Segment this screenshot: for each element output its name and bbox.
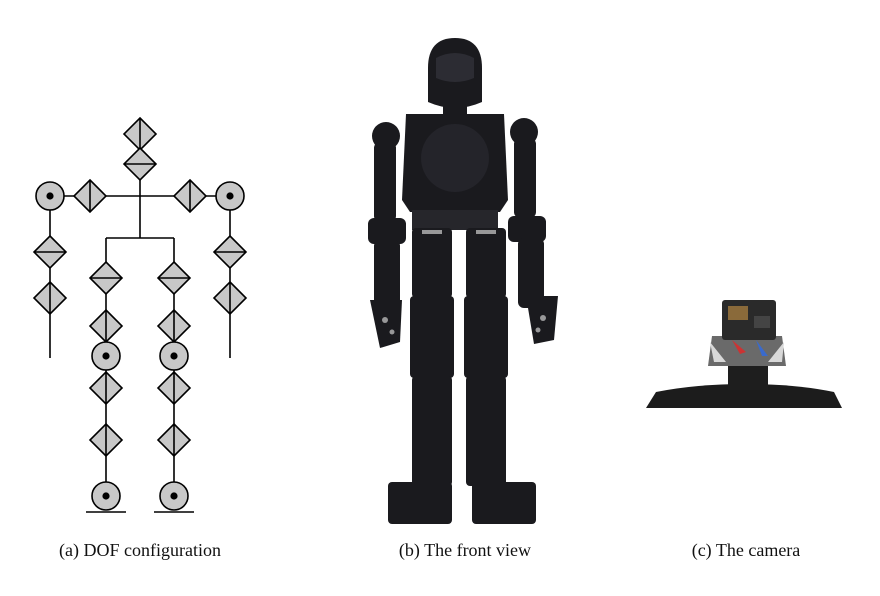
yaw-joint-dot (102, 492, 110, 500)
robot-left-upper-arm (374, 142, 396, 222)
robot-left-forearm (374, 240, 400, 310)
robot-right-foot (472, 482, 536, 524)
robot-right-elbow (508, 216, 546, 242)
robot-left-foot (388, 482, 452, 524)
yaw-joint-dot (170, 352, 178, 360)
robot-right-thigh (466, 228, 506, 298)
robot-right-upper-arm (514, 138, 536, 218)
yaw-joint-dot (46, 192, 54, 200)
robot-left-knee (410, 296, 454, 378)
camera-svg (646, 300, 842, 408)
robot-neck (443, 100, 467, 116)
yaw-joint-dot (170, 492, 178, 500)
camera-bracket (708, 336, 786, 366)
robot-right-forearm (518, 238, 544, 308)
robot-left-shin (412, 376, 452, 486)
caption-front-view: (b) The front view (398, 540, 532, 560)
yaw-joint-dot (226, 192, 234, 200)
robot-left-hand (370, 300, 402, 348)
camera-base (646, 384, 842, 408)
yaw-joint-dot (102, 352, 110, 360)
caption-camera: (c) The camera (691, 540, 801, 560)
robot-left-thigh (412, 228, 452, 298)
robot-chest-disc (421, 124, 489, 192)
robot-visor (436, 53, 474, 82)
robot-right-knee (464, 296, 508, 378)
camera-column (728, 364, 768, 390)
robot-right-shin (466, 376, 506, 486)
robot-front-view-svg (368, 38, 558, 524)
robot-front-view-image (340, 30, 590, 530)
dof-kinematic-svg (32, 116, 248, 513)
caption-dof-configuration: (a) DOF configuration (59, 540, 221, 560)
dof-configuration-diagram (20, 110, 260, 520)
robot-left-elbow (368, 218, 406, 244)
robot-pelvis (412, 210, 498, 230)
camera-image (636, 280, 856, 420)
